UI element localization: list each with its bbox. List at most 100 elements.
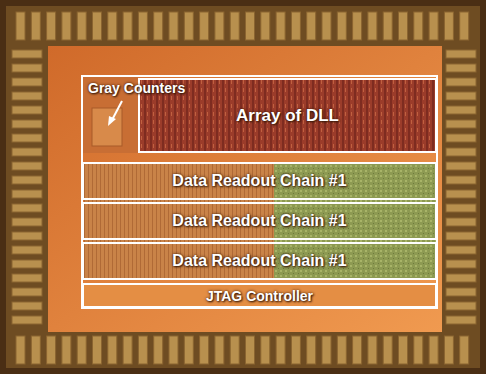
bond-pad (12, 302, 42, 310)
bond-pad (12, 316, 42, 324)
bond-pad (77, 12, 86, 40)
bond-pad (446, 134, 476, 142)
bond-pad (12, 50, 42, 58)
bond-pad (12, 232, 42, 240)
bond-pad (138, 336, 147, 364)
bond-pad (446, 148, 476, 156)
bond-pad (261, 12, 270, 40)
bond-pad (12, 120, 42, 128)
bond-pad (169, 336, 178, 364)
bond-pad (276, 12, 285, 40)
bond-pad (399, 12, 408, 40)
bond-pad (12, 176, 42, 184)
bond-pad (446, 260, 476, 268)
pad-ring (6, 6, 480, 368)
bond-pad (31, 12, 40, 40)
bond-pad (184, 336, 193, 364)
bond-pad (446, 274, 476, 282)
bond-pad (230, 336, 239, 364)
callout-label: Gray Counters (88, 80, 185, 96)
bond-pad (215, 336, 224, 364)
bond-pads (12, 12, 476, 364)
bond-pad (446, 288, 476, 296)
bond-pad (138, 12, 147, 40)
bond-pad (444, 336, 453, 364)
bond-pad (446, 64, 476, 72)
bond-pad (446, 316, 476, 324)
jtag-region (84, 283, 436, 307)
bond-pad (12, 106, 42, 114)
bond-pad (429, 336, 438, 364)
bond-pad (47, 12, 56, 40)
bond-pad (12, 64, 42, 72)
bond-pad (368, 336, 377, 364)
bond-pad (215, 12, 224, 40)
bond-pad (184, 12, 193, 40)
bond-pad (108, 12, 117, 40)
bond-pad (62, 336, 71, 364)
bond-pad (383, 12, 392, 40)
bond-pad (77, 336, 86, 364)
bond-pad (12, 274, 42, 282)
bond-pad (429, 12, 438, 40)
bond-pad (16, 12, 25, 40)
bond-pad (444, 12, 453, 40)
bond-pad (12, 218, 42, 226)
bond-pad (230, 12, 239, 40)
bond-pad (383, 336, 392, 364)
bond-pad (368, 12, 377, 40)
bond-pad (154, 336, 163, 364)
bond-pad (322, 336, 331, 364)
bond-pad (446, 78, 476, 86)
bond-pad (246, 12, 255, 40)
bond-pad (291, 12, 300, 40)
bond-pad (291, 336, 300, 364)
bond-pad (446, 92, 476, 100)
bond-pad (446, 302, 476, 310)
bond-pad (446, 232, 476, 240)
bond-pad (62, 12, 71, 40)
bond-pad (12, 134, 42, 142)
region-label: Array of DLL (236, 106, 339, 126)
region-label: Data Readout Chain #1 (172, 252, 346, 270)
outline-frame (82, 76, 437, 308)
bond-pad (460, 336, 469, 364)
bond-pad (446, 106, 476, 114)
bond-pad (261, 336, 270, 364)
bond-pad (12, 260, 42, 268)
bond-pad (446, 176, 476, 184)
bond-pad (399, 336, 408, 364)
bond-pad (47, 336, 56, 364)
region-box: JTAG Controller (82, 283, 437, 308)
bond-pad (12, 204, 42, 212)
bond-pad (446, 246, 476, 254)
bond-pad (414, 12, 423, 40)
bond-pad (246, 336, 255, 364)
bond-pad (12, 162, 42, 170)
bond-pad (108, 336, 117, 364)
bond-pad (169, 12, 178, 40)
bond-pad (200, 12, 209, 40)
bond-pad (154, 12, 163, 40)
bond-pad (337, 12, 346, 40)
bond-pad (12, 78, 42, 86)
bond-pad (446, 162, 476, 170)
region-label: JTAG Controller (206, 288, 313, 304)
counter-cells (92, 108, 122, 146)
leader-line (112, 101, 122, 120)
bond-pad (353, 12, 362, 40)
arrow-head (108, 116, 116, 126)
bond-pad (12, 92, 42, 100)
bond-pad (123, 336, 132, 364)
bond-pad (12, 190, 42, 198)
bond-pad (200, 336, 209, 364)
bond-pad (322, 12, 331, 40)
region-box: Data Readout Chain #1 (82, 242, 437, 280)
region-box: Data Readout Chain #1 (82, 162, 437, 200)
bond-pad (337, 336, 346, 364)
bond-pad (446, 204, 476, 212)
bond-pad (93, 336, 102, 364)
bond-pad (446, 120, 476, 128)
bond-pad (446, 50, 476, 58)
